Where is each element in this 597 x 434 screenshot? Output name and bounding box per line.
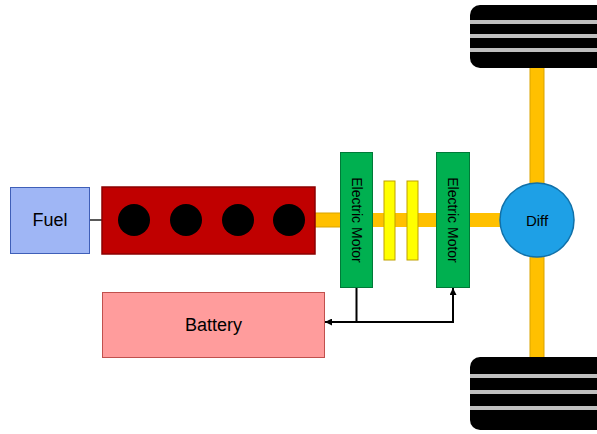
node-label: Electric Motor: [445, 177, 461, 263]
node-label: Diff: [526, 212, 548, 229]
wheel: [470, 357, 597, 430]
node-label: Electric Motor: [349, 177, 365, 263]
node-label: Fuel: [32, 210, 67, 231]
drive-shaft: [373, 213, 436, 227]
battery-box: Battery: [102, 292, 325, 358]
fuel-line: [90, 219, 102, 221]
crankshaft: [314, 213, 342, 227]
clutch-plate: [384, 181, 395, 260]
electric-motor-box: Electric Motor: [340, 152, 373, 288]
clutch-plate: [407, 181, 418, 260]
node-label: Battery: [185, 315, 242, 336]
drive-shaft: [470, 213, 500, 227]
electric-motor-box: Electric Motor: [436, 152, 470, 288]
power-wire: [325, 288, 453, 322]
power-wire: [325, 288, 357, 322]
wheel: [470, 5, 597, 68]
differential-circle: Diff: [499, 182, 575, 258]
engine-block: [102, 187, 315, 254]
fuel-tank-box: Fuel: [10, 187, 90, 254]
